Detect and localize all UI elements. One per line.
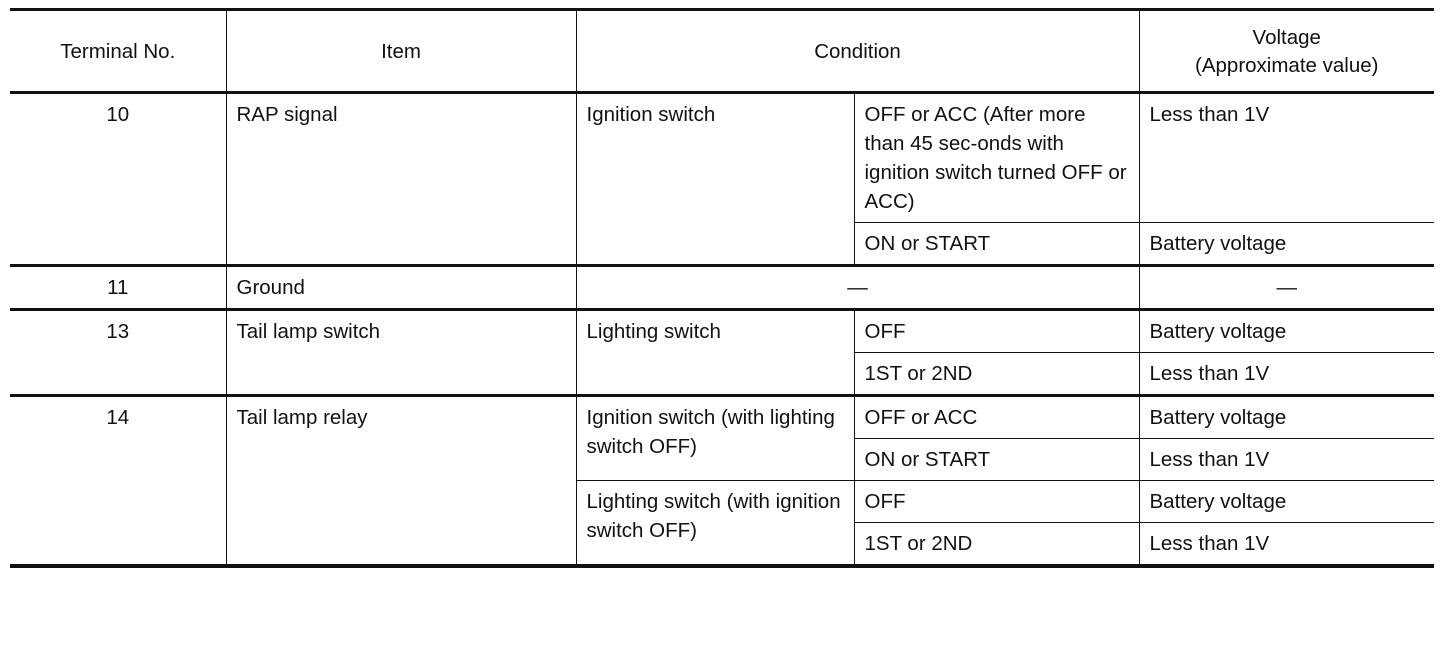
voltage-value: Less than 1V xyxy=(1138,352,1434,396)
terminal-voltage-table-wrapper: Terminal No. Item Condition Voltage (App… xyxy=(10,8,1434,568)
sub-condition: OFF xyxy=(853,308,1140,353)
voltage-value: Battery voltage xyxy=(1138,480,1434,523)
voltage-value: Battery voltage xyxy=(1138,308,1434,353)
sub-condition: OFF or ACC xyxy=(853,394,1140,439)
condition-label: Ignition switch (with lighting switch OF… xyxy=(575,394,855,481)
table-row-terminal-10: 10 RAP signal Ignition switch OFF or ACC… xyxy=(10,91,1434,266)
voltage-value: Less than 1V xyxy=(1138,438,1434,481)
terminal-number: 13 xyxy=(10,308,227,396)
table-header: Terminal No. Item Condition Voltage (App… xyxy=(10,9,1434,94)
sub-condition: ON or START xyxy=(854,222,1140,266)
header-item: Item xyxy=(225,9,577,94)
voltage-value: Battery voltage xyxy=(1138,222,1434,266)
header-voltage-label: Voltage xyxy=(1252,26,1321,49)
header-condition: Condition xyxy=(575,9,1140,94)
voltage-value: Battery voltage xyxy=(1138,394,1434,439)
item-name: RAP signal xyxy=(225,91,577,266)
item-name: Ground xyxy=(225,264,577,310)
terminal-number: 14 xyxy=(10,394,227,567)
sub-condition: 1ST or 2ND xyxy=(854,522,1140,567)
header-terminal-no: Terminal No. xyxy=(10,9,227,94)
terminal-voltage-table: Terminal No. Item Condition Voltage (App… xyxy=(10,8,1434,568)
table-row-terminal-14: 14 Tail lamp relay Ignition switch (with… xyxy=(10,394,1434,567)
header-voltage-note: (Approximate value) xyxy=(1195,54,1379,77)
table-body: 10 RAP signal Ignition switch OFF or ACC… xyxy=(10,91,1434,567)
table-row-terminal-13: 13 Tail lamp switch Lighting switch OFF … xyxy=(10,308,1434,396)
item-name: Tail lamp relay xyxy=(225,394,577,567)
table-row-terminal-10-sub: ON or START Battery voltage xyxy=(10,222,1434,266)
sub-condition: 1ST or 2ND xyxy=(854,352,1140,396)
condition-label: Lighting switch (with ignition switch OF… xyxy=(576,480,855,567)
voltage-value: Less than 1V xyxy=(1138,522,1434,567)
condition-label: Lighting switch xyxy=(575,308,855,396)
voltage-value: Less than 1V xyxy=(1138,91,1434,223)
sub-condition: ON or START xyxy=(854,438,1140,481)
terminal-number: 10 xyxy=(10,91,227,266)
condition-label: Ignition switch xyxy=(575,91,855,266)
item-name: Tail lamp switch xyxy=(225,308,577,396)
terminal-number: 11 xyxy=(10,264,227,310)
header-voltage: Voltage (Approximate value) xyxy=(1138,9,1434,94)
sub-condition: OFF or ACC (After more than 45 sec-onds … xyxy=(853,91,1140,223)
voltage-dash: — xyxy=(1138,264,1434,310)
sub-condition: OFF xyxy=(853,480,1140,523)
condition-dash: — xyxy=(575,264,1140,310)
table-row-terminal-11: 11 Ground — — xyxy=(10,264,1434,310)
table-row-terminal-14-sub: Lighting switch (with ignition switch OF… xyxy=(10,480,1434,567)
header-row: Terminal No. Item Condition Voltage (App… xyxy=(10,9,1434,94)
table-row-terminal-14-sub: 1ST or 2ND Less than 1V xyxy=(10,522,1434,567)
